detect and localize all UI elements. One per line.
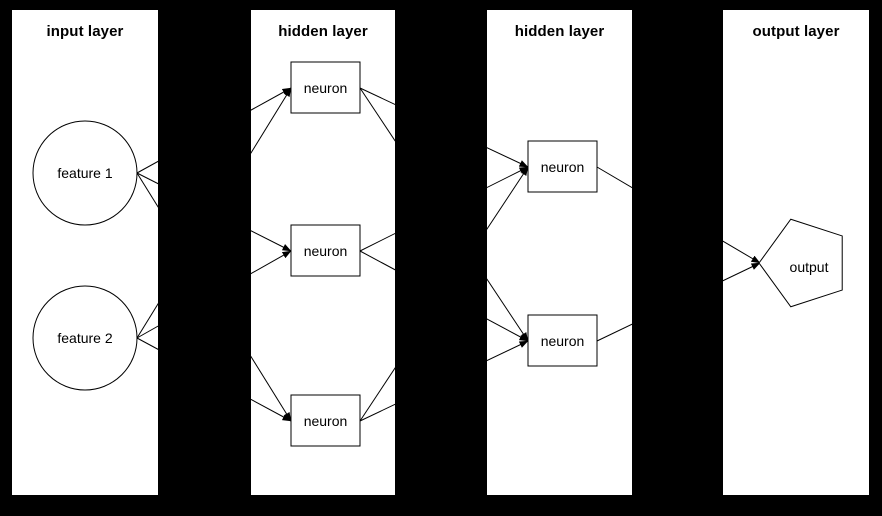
node-label-input-1: feature 2 xyxy=(57,330,113,346)
layer-title-output: output layer xyxy=(752,23,840,40)
node-label-input-0: feature 1 xyxy=(57,165,113,181)
node-label-hidden1-0: neuron xyxy=(303,79,348,96)
layer-title-hidden2: hidden layer xyxy=(514,23,605,40)
layer-title-hidden1: hidden layer xyxy=(278,23,368,40)
layer-title-input: input layer xyxy=(46,23,124,40)
node-label-hidden2-1: neuron xyxy=(540,332,585,349)
node-label-hidden2-0: neuron xyxy=(540,158,585,175)
layer-panel-input xyxy=(12,10,158,495)
node-label-hidden1-1: neuron xyxy=(303,242,348,259)
node-label-output-0: output xyxy=(789,259,829,275)
node-label-hidden1-2: neuron xyxy=(303,412,348,429)
